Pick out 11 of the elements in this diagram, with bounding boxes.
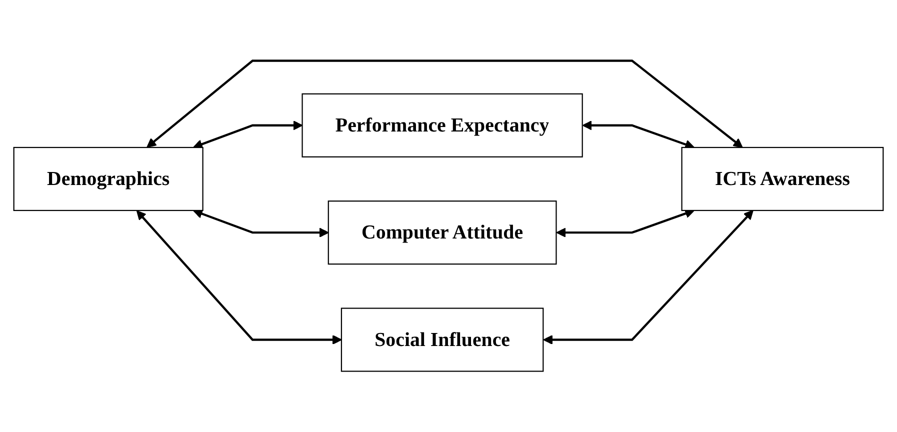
arrow (136, 210, 342, 345)
arrow (146, 60, 743, 148)
arrow (193, 120, 303, 149)
node-box: Computer Attitude (328, 200, 557, 265)
arrow (193, 209, 329, 238)
arrow (543, 210, 754, 345)
node-box: Performance Expectancy (302, 93, 583, 158)
node-box: ICTs Awareness (681, 146, 884, 212)
node-box: Demographics (13, 146, 204, 212)
arrow (556, 208, 695, 238)
node-box: Social Influence (340, 308, 544, 372)
